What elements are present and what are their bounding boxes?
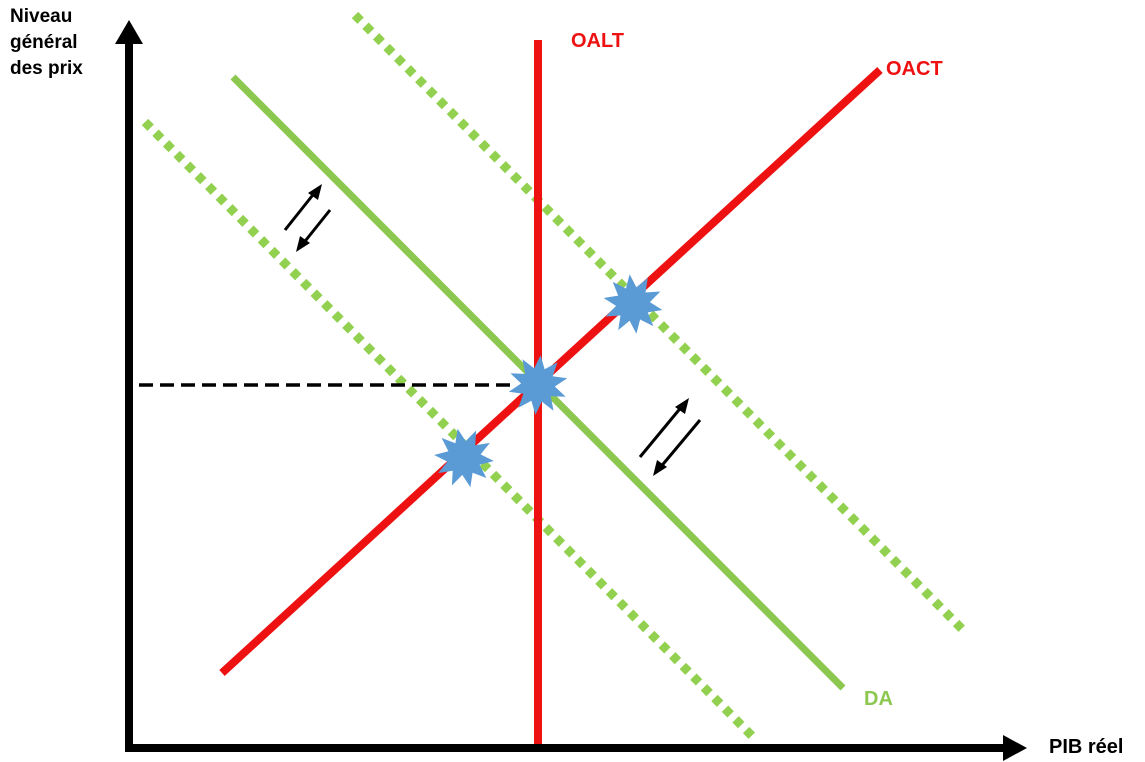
shift-arrows-left <box>283 184 332 252</box>
long-run-supply-label: OALT <box>571 30 624 52</box>
x-axis-arrowhead <box>1003 735 1027 761</box>
demand-shift-right-curve <box>351 11 969 636</box>
x-axis-label: PIB réel <box>1049 736 1124 758</box>
y-axis-label-line-1: Niveau <box>10 6 73 27</box>
y-axis-label-line-3: des prix <box>10 58 83 79</box>
y-axis-label: Niveau général des prix <box>10 4 83 82</box>
equilibrium-marker-center <box>508 355 568 415</box>
aggregate-demand-label: DA <box>864 688 893 710</box>
equilibrium-marker-upper <box>603 274 663 334</box>
equilibrium-marker-lower <box>434 428 494 488</box>
short-run-supply-label: OACT <box>886 58 943 80</box>
y-axis-label-line-2: général <box>10 32 78 53</box>
demand-shift-left-curve <box>141 118 759 743</box>
shift-arrows-right <box>638 398 702 476</box>
y-axis-arrowhead <box>115 20 143 44</box>
